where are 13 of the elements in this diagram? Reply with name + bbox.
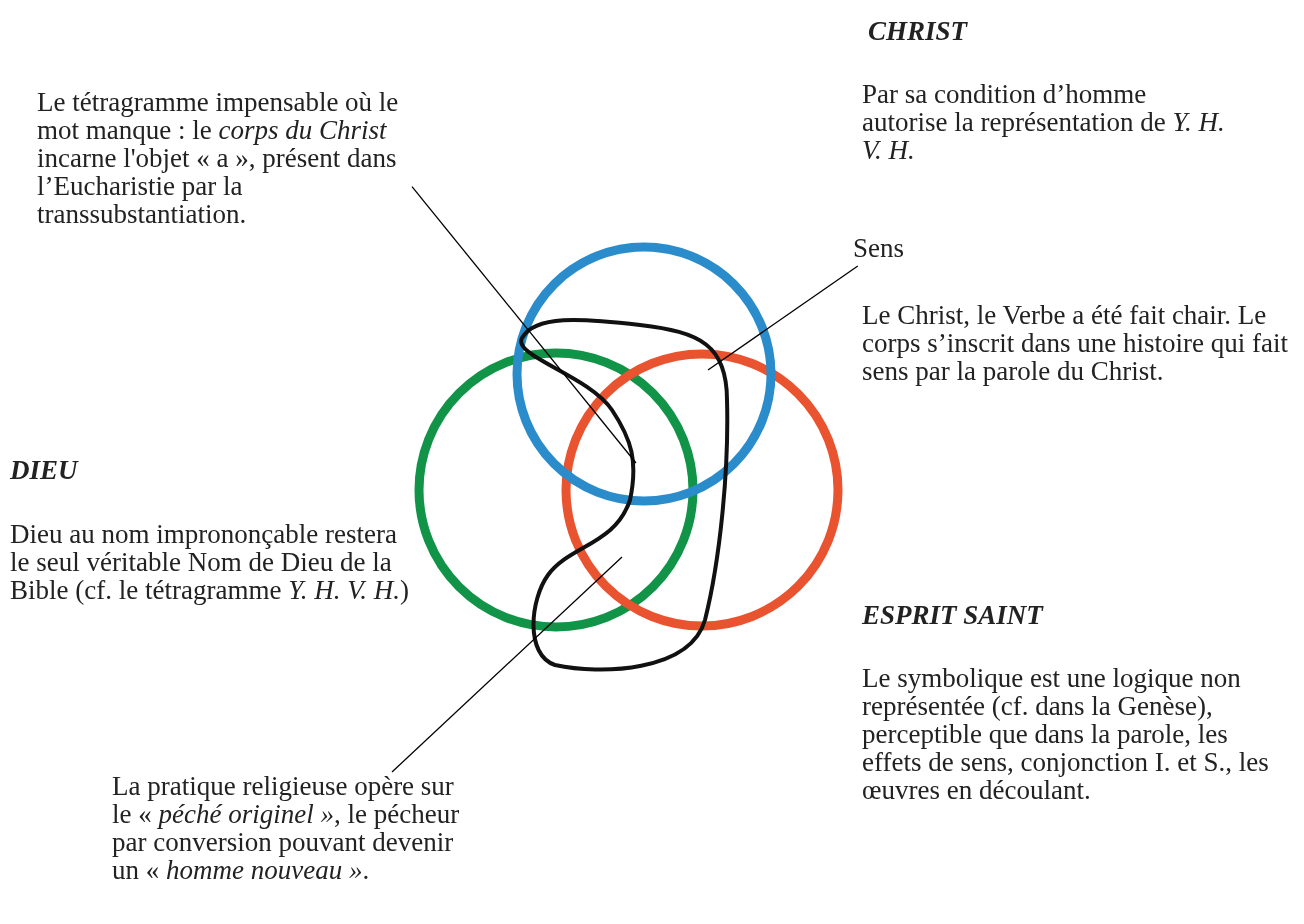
leader-line	[707, 265, 859, 371]
section-heading: CHRIST	[868, 16, 968, 46]
section-heading: ESPRIT SAINT	[862, 600, 1043, 630]
section-heading: DIEU	[10, 455, 78, 485]
description-text: Dieu au nom imprononçable restera le seul véritable Nom de Dieu de la Bible (cf. le tétragramme Y. H. V. H.)	[10, 520, 410, 604]
annotation-text: La pratique religieuse opère sur le « péché originel », le pécheur par conversion pouvant devenir un « homme nouveau ».	[112, 772, 461, 884]
description-text: Le Christ, le Verbe a été fait chair. Le corps s’inscrit dans une histoire qui fait sens par la parole du Christ.	[862, 301, 1289, 385]
leader-line	[391, 556, 623, 773]
description-text: Par sa condition d’homme autorise la représentation de Y. H. V. H.	[862, 80, 1226, 164]
annotation-text: Sens	[853, 234, 905, 262]
description-text: Le symbolique est une logique non représentée (cf. dans la Genèse), perceptible que dans la parole, les effets de sens, conjonction I. et S., les œuvres en découlant.	[862, 664, 1270, 804]
annotation-text: Le tétragramme impensable où le mot manque : le corps du Christ incarne l'objet « a », présent dans l’Eucharistie par la transsubstantiation.	[37, 88, 400, 228]
leader-line	[411, 185, 637, 464]
